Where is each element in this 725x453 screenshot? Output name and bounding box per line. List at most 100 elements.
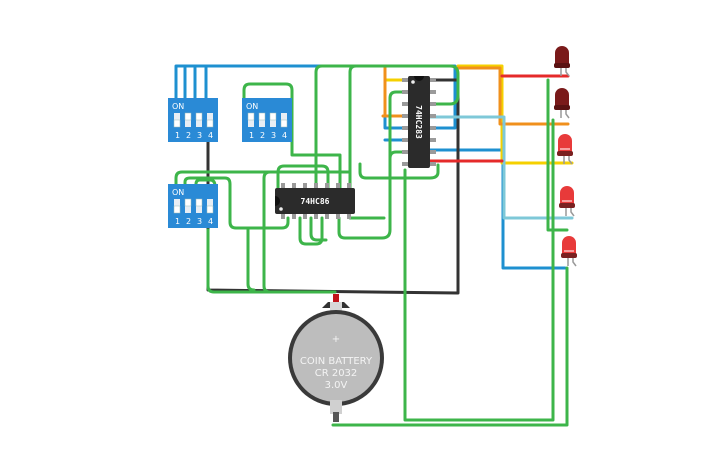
- dip-toggle-3[interactable]: [195, 198, 203, 213]
- dip-position-label: 2: [186, 217, 191, 226]
- toggle-knob: [206, 205, 214, 214]
- wire-green[interactable]: [309, 216, 328, 242]
- led-leg: [568, 156, 573, 165]
- dip-toggle-3[interactable]: [269, 112, 277, 127]
- coin-battery[interactable]: + COIN BATTERY CR 2032 3.0V: [288, 294, 384, 422]
- chip-notch: [414, 76, 424, 81]
- pin: [402, 138, 409, 142]
- wire-green[interactable]: [242, 82, 342, 190]
- dip-toggle-1[interactable]: [173, 199, 181, 214]
- dip-toggle-2[interactable]: [258, 112, 266, 127]
- chip-74hc283[interactable]: 74HC283: [402, 76, 436, 168]
- wire-green[interactable]: [358, 162, 440, 180]
- dip-toggle-3[interactable]: [195, 112, 203, 127]
- pin: [292, 183, 296, 189]
- wire-green[interactable]: [348, 64, 358, 190]
- dip-position-label: 2: [186, 131, 191, 140]
- dip-toggle-1[interactable]: [173, 113, 181, 128]
- dip-toggle-4[interactable]: [206, 199, 214, 214]
- pin: [325, 183, 329, 189]
- dip-toggle-1[interactable]: [247, 112, 255, 127]
- pin: [303, 213, 307, 219]
- dip-position-label: 4: [282, 131, 287, 140]
- wire-yellow[interactable]: [456, 64, 574, 165]
- pin: [325, 213, 329, 219]
- wire-blue[interactable]: [383, 66, 410, 130]
- led[interactable]: [554, 46, 570, 77]
- wire-green[interactable]: [246, 228, 256, 292]
- led[interactable]: [561, 236, 577, 267]
- pin: [429, 102, 436, 106]
- wire-lightblue[interactable]: [428, 115, 574, 220]
- wires: [174, 64, 574, 427]
- wire-orange[interactable]: [456, 66, 570, 126]
- pin: [347, 183, 351, 189]
- pin: [402, 114, 409, 118]
- battery-negative-terminal: [333, 412, 339, 422]
- pin: [429, 162, 436, 166]
- wire-green[interactable]: [314, 64, 460, 190]
- led-leg: [572, 258, 577, 267]
- pin: [402, 78, 409, 82]
- wire-green[interactable]: [262, 186, 272, 294]
- pin: [303, 183, 307, 189]
- wire-blue[interactable]: [428, 148, 567, 270]
- led[interactable]: [557, 134, 573, 165]
- dip-toggle-4[interactable]: [206, 113, 214, 128]
- wire-green[interactable]: [206, 228, 337, 294]
- toggle-knob: [206, 119, 214, 128]
- led[interactable]: [559, 186, 575, 217]
- led-rim: [559, 203, 575, 208]
- pin: [402, 126, 409, 130]
- chip-pins: [281, 183, 351, 219]
- toggle-knob: [258, 112, 266, 121]
- chip-74hc86[interactable]: 74HC86: [275, 183, 355, 219]
- led-glow: [560, 148, 570, 150]
- led-leg: [565, 110, 570, 119]
- wire-green[interactable]: [183, 176, 290, 230]
- wire-green[interactable]: [276, 164, 330, 190]
- wire-green[interactable]: [194, 178, 217, 222]
- wire-green[interactable]: [331, 266, 569, 427]
- battery-plus-symbol: +: [332, 334, 340, 345]
- dip-toggle-4[interactable]: [280, 113, 288, 128]
- battery-label-line2: CR 2032: [315, 368, 358, 379]
- pin1-marker: [279, 207, 283, 211]
- chip-label: 74HC86: [301, 197, 330, 206]
- wire-green[interactable]: [403, 118, 555, 422]
- led-dome: [555, 46, 569, 66]
- led-rim: [554, 63, 570, 68]
- battery-positive-terminal: [333, 294, 339, 304]
- toggle-knob: [247, 112, 255, 121]
- pin: [429, 114, 436, 118]
- wire-green[interactable]: [174, 170, 352, 190]
- wire-green[interactable]: [262, 170, 272, 190]
- toggle-knob: [195, 112, 203, 121]
- wire-green[interactable]: [546, 78, 569, 232]
- pin1-marker: [411, 80, 415, 84]
- led[interactable]: [554, 88, 570, 119]
- battery-label-line3: 3.0V: [325, 380, 348, 391]
- toggle-knob: [184, 198, 192, 207]
- dip-toggle-2[interactable]: [184, 112, 192, 127]
- chip-body: [408, 76, 430, 168]
- pin: [429, 78, 436, 82]
- chip-body: [275, 188, 355, 214]
- toggle-knob: [195, 198, 203, 207]
- dip-toggle-2[interactable]: [184, 198, 192, 213]
- dip-position-label: 3: [197, 131, 202, 140]
- toggle-knob: [173, 205, 181, 214]
- dip-position-label: 1: [249, 131, 254, 140]
- wire-green[interactable]: [337, 90, 410, 240]
- dip-on-label: ON: [172, 102, 184, 111]
- wire-blue[interactable]: [428, 68, 457, 130]
- pin: [281, 213, 285, 219]
- led-glow: [562, 200, 572, 202]
- wire-green[interactable]: [388, 150, 410, 160]
- battery-label-line1: COIN BATTERY: [300, 356, 373, 367]
- pin: [429, 90, 436, 94]
